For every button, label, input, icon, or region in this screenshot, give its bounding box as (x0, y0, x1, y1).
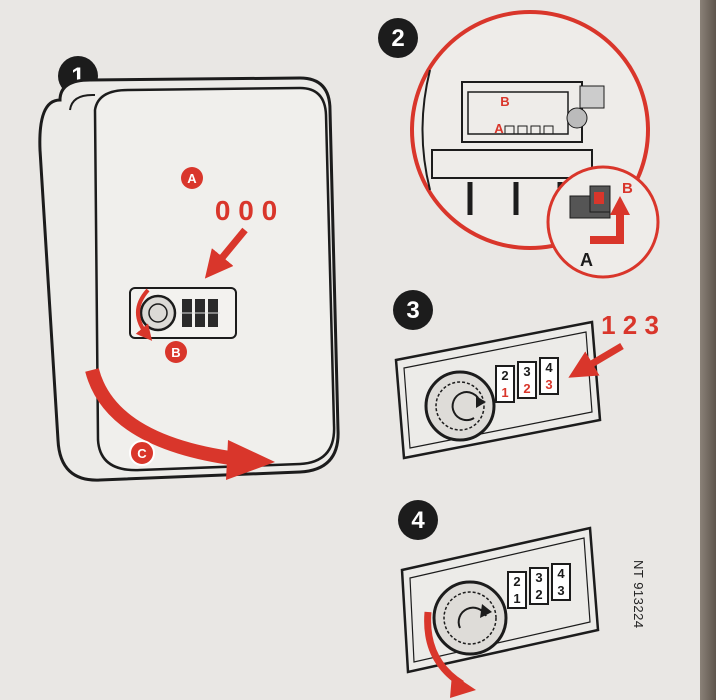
svg-text:1: 1 (501, 385, 508, 400)
step-4-wheels: 2 1 3 2 4 3 (507, 563, 571, 609)
step-3-pointer-arrow (568, 342, 624, 378)
step-1-open-arrow-head (226, 440, 275, 480)
step-1-code-000: 0 0 0 (215, 195, 277, 226)
step-3-code-123: 1 2 3 (601, 310, 659, 340)
step-3-rotate-icon (451, 391, 481, 422)
svg-text:3: 3 (523, 364, 530, 379)
step-2-inset-label-b: B (622, 180, 633, 197)
step-3-number: 3 (406, 297, 419, 324)
svg-text:3: 3 (535, 570, 542, 585)
step-1-rotate-arrow-b (135, 288, 153, 341)
step-4-rotate-arrow-head (450, 674, 476, 698)
step-1-pointer-arrow (204, 227, 248, 279)
step-2-label-a: A (494, 121, 504, 136)
step-4-number: 4 (411, 507, 425, 534)
svg-text:A: A (187, 171, 197, 186)
svg-text:2: 2 (501, 368, 508, 383)
svg-text:C: C (137, 446, 147, 461)
step-2-slide-arrow (590, 215, 624, 244)
step-2-inset-label-a: A (580, 250, 593, 270)
step-3-wheels: 2 1 3 2 4 3 (495, 357, 559, 403)
key-box (38, 76, 340, 482)
step-1-label-c: C (129, 440, 155, 466)
svg-text:4: 4 (557, 566, 565, 581)
svg-text:4: 4 (545, 360, 553, 375)
model-code: NT 913224 (631, 560, 646, 629)
box-lock (129, 287, 237, 339)
step-2-detail-inset (546, 165, 660, 279)
step-3-badge: 3 (393, 290, 433, 330)
step-4-badge: 4 (398, 500, 438, 540)
step-1-label-b: B (165, 341, 187, 363)
svg-text:3: 3 (545, 377, 552, 392)
svg-text:B: B (171, 345, 180, 360)
step-2-label-b: B (500, 94, 509, 109)
table-edge (700, 0, 716, 700)
svg-text:1: 1 (513, 591, 520, 606)
svg-text:3: 3 (557, 583, 564, 598)
step-2-number: 2 (391, 25, 404, 52)
svg-text:2: 2 (535, 587, 542, 602)
step-4-lock-panel (400, 526, 600, 674)
svg-text:2: 2 (513, 574, 520, 589)
step-1-label-a: A (181, 167, 203, 189)
step-2-badge: 2 (378, 18, 418, 58)
svg-text:2: 2 (523, 381, 530, 396)
step-1-open-arrow-c (85, 368, 232, 465)
